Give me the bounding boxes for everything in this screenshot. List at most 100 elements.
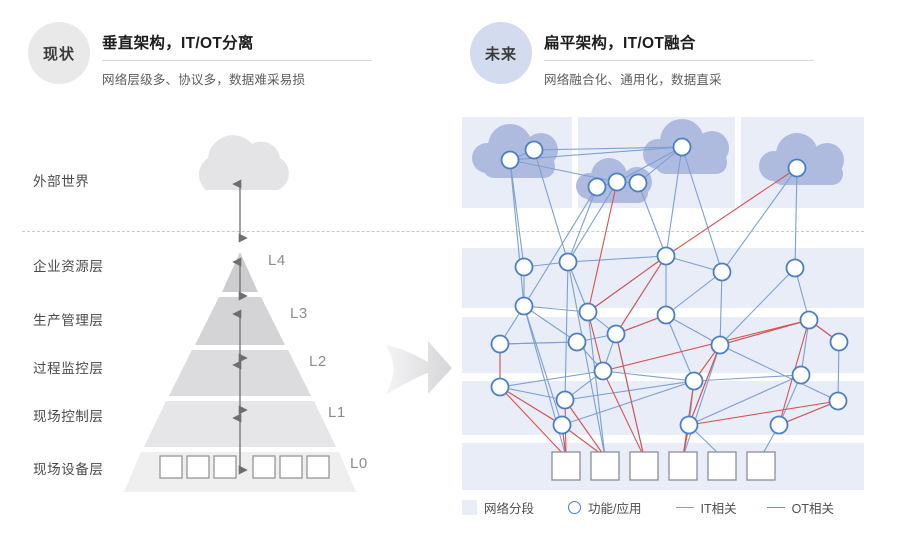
it-link [719, 271, 723, 346]
future-header-text: 扁平架构，IT/OT融合 网络融合化、通用化，数据直采 [544, 22, 814, 88]
label-layer-l1: 现场控制层 [33, 409, 104, 424]
segment-swatch-icon [462, 500, 477, 515]
future-panel-header: 未来 扁平架构，IT/OT融合 网络融合化、通用化，数据直采 [470, 22, 814, 88]
it-link [693, 374, 802, 382]
legend-label-segment: 网络分段 [484, 502, 535, 516]
device-box [159, 455, 183, 479]
network-node [628, 173, 648, 193]
level-l0: L0 [350, 455, 368, 472]
it-link [509, 159, 525, 268]
ot-line-icon [766, 507, 785, 508]
it-link [602, 370, 695, 382]
label-layer-l2: 过程监控层 [33, 361, 104, 376]
it-link [721, 167, 798, 273]
it-link [564, 380, 695, 401]
segment-band [462, 381, 864, 435]
network-node [828, 391, 848, 411]
network-node [558, 252, 578, 272]
it-link [719, 344, 839, 402]
device-box [252, 455, 276, 479]
node-circle-icon [568, 501, 582, 514]
device-box [668, 451, 698, 481]
it-link [665, 255, 723, 273]
network-node [555, 390, 575, 410]
it-link [665, 271, 723, 316]
it-link [567, 255, 667, 263]
device-box [629, 451, 659, 481]
network-node [679, 415, 699, 435]
function-app-nodes [490, 137, 849, 435]
device-box [551, 451, 581, 481]
segment-band [462, 443, 864, 490]
it-link [523, 305, 563, 426]
network-node [799, 310, 819, 330]
it-link [564, 261, 569, 401]
it-line-icon [675, 507, 694, 508]
network-node [712, 262, 732, 282]
it-link [567, 186, 598, 263]
device-box [186, 455, 210, 479]
legend-item-it: IT相关 [675, 498, 737, 517]
network-node [769, 415, 789, 435]
legend-item-node: 功能/应用 [568, 498, 642, 517]
legend-item-ot: OT相关 [766, 498, 834, 517]
ot-link [602, 370, 645, 458]
future-badge: 未来 [470, 22, 532, 84]
network-node [578, 302, 598, 322]
it-link [499, 370, 604, 388]
it-link [681, 146, 723, 273]
current-header-text: 垂直架构，IT/OT分离 网络层级多、协议多，数据难采易损 [102, 22, 372, 88]
level-l4: L4 [268, 252, 286, 269]
level-l1: L1 [328, 404, 346, 421]
it-link [682, 344, 721, 458]
ot-link [615, 333, 645, 458]
legend-item-segment: 网络分段 [462, 498, 534, 517]
it-link [567, 261, 606, 458]
network-node [672, 137, 692, 157]
it-link [688, 374, 802, 426]
network-node [490, 334, 510, 354]
network-node [787, 158, 807, 178]
network-node [552, 415, 572, 435]
network-node [524, 140, 544, 160]
network-node [587, 177, 607, 197]
level-l3: L3 [290, 305, 308, 322]
future-header-rule [544, 60, 814, 61]
it-link [637, 146, 683, 184]
network-node [791, 365, 811, 385]
label-layer-l3: 生产管理层 [33, 313, 104, 328]
network-node [710, 335, 730, 355]
network-node [567, 332, 587, 352]
network-node [829, 332, 849, 352]
network-node [490, 377, 510, 397]
current-header-rule [102, 60, 372, 61]
transition-arrow-icon [386, 341, 452, 394]
ot-link [688, 344, 721, 426]
label-layer-l0: 现场设备层 [33, 462, 104, 477]
ot-link [778, 400, 839, 426]
cloud-icon [643, 119, 729, 174]
future-device-boxes [551, 451, 776, 481]
it-link [523, 305, 578, 343]
it-link [587, 311, 606, 458]
it-link [523, 186, 598, 307]
current-badge: 现状 [28, 22, 90, 84]
it-link [567, 181, 618, 263]
it-link [665, 314, 721, 346]
it-link [499, 386, 566, 401]
ot-link [719, 319, 810, 346]
ot-link [564, 399, 606, 458]
it-link [665, 146, 683, 257]
network-node [656, 305, 676, 325]
l0-device-boxes [159, 455, 330, 479]
ot-link [615, 255, 667, 335]
it-link [509, 159, 525, 307]
network-node [607, 172, 627, 192]
ot-link [688, 400, 839, 426]
legend-label-node: 功能/应用 [588, 502, 642, 516]
current-subtitle: 网络层级多、协议多，数据难采易损 [102, 73, 306, 87]
it-link [616, 146, 683, 183]
device-box [306, 455, 330, 479]
